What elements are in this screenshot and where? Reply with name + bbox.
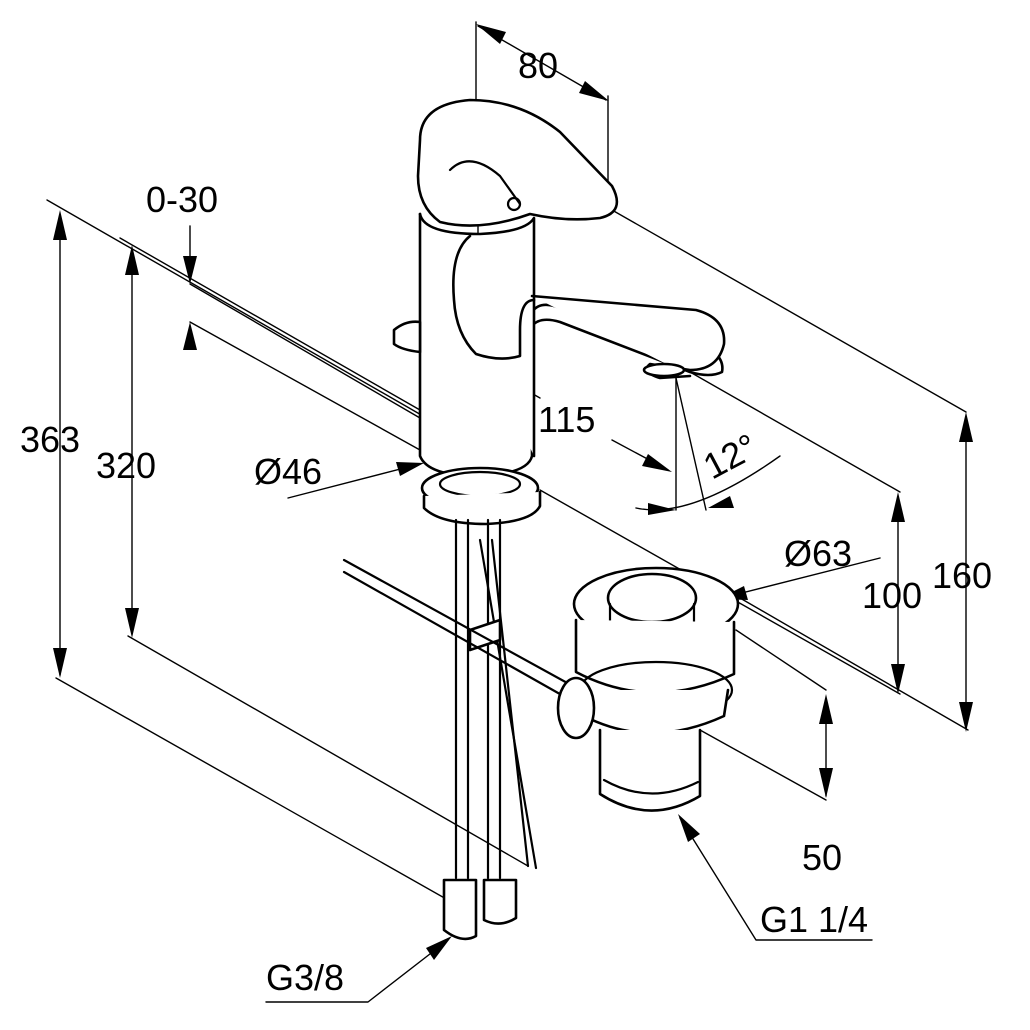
leader-g38 [265,939,449,1003]
arrow-g38 [426,936,452,960]
arrow-80-left [476,24,506,44]
arrow-80-right [579,81,609,101]
label-g1-1-4: G1 1/4 [760,899,868,940]
spout [530,294,726,380]
label-12-deg: 12° [697,425,764,487]
linkage-rod-top [342,558,582,692]
ext-line-320-top [119,237,421,411]
label-50: 50 [802,837,842,878]
waste-tailpiece-ring [602,778,700,795]
arrow-320-top [125,245,139,275]
pop-up-lever [392,320,422,354]
hose-nut-right [482,878,518,925]
label-363: 363 [20,419,80,460]
arrow-100-bottom [891,664,905,694]
arrow-100-top [891,492,905,522]
arrow-angle-left [648,503,676,515]
label-d63: Ø63 [784,533,852,574]
ext-line-50-bottom [699,729,827,801]
waste-flange-body [574,618,736,694]
label-d46: Ø46 [254,451,322,492]
label-115: 115 [538,399,595,440]
label-80: 80 [518,45,558,86]
lever-contour [448,160,522,206]
pop-up-rod-b [490,538,530,868]
angle-line-tilted [675,377,707,511]
spout-inner [452,234,536,360]
lever-handle [416,98,619,227]
label-320: 320 [96,445,156,486]
ext-line-160-bottom [739,597,969,731]
ext-line-363-bottom [55,677,449,901]
arrow-320-bottom [125,608,139,638]
ext-line-100-top [689,371,901,493]
arrow-50-bottom [819,768,833,798]
arrow-0-30-bottom [183,322,197,350]
waste-locknut-body [578,688,730,735]
faucet [342,98,726,941]
leader-d63 [729,557,881,597]
arrow-363-bottom [53,648,67,678]
label-0-30: 0-30 [146,179,218,220]
arrow-160-top [959,412,973,442]
hose-nut-left [442,878,478,941]
arrow-g114 [678,814,700,842]
waste-plug [606,572,698,624]
arrow-angle-right [708,496,734,508]
lever-pivot [506,196,522,212]
ext-line-50-top [735,629,827,691]
waste-tailpiece [598,728,702,812]
ext-line-160-top [611,209,967,413]
label-100: 100 [862,575,922,616]
arrow-115-right [642,454,672,472]
ext-line-363-top [46,199,431,421]
label-160: 160 [932,555,992,596]
label-g3-8: G3/8 [266,957,344,998]
base-plate [422,490,542,526]
aerator [642,362,686,378]
pop-up-waste [556,566,740,812]
linkage-rod-bottom [342,570,576,704]
arrow-160-bottom [959,702,973,732]
dimension-labels: 80 0-30 363 320 Ø46 115 12° Ø63 100 160 … [20,45,992,998]
waste-link-connector [556,676,596,740]
leader-g114 [679,817,873,941]
arrow-d46 [396,462,424,476]
ext-line-320-bottom [127,635,529,867]
leader-d46 [287,465,413,499]
pop-up-rod-a [478,538,538,870]
arrow-50-top [819,694,833,724]
ext-line-0-30-a [189,283,421,419]
ext-line-0-30-b [189,321,421,451]
arrow-0-30-top [183,256,197,284]
arrow-363-top [53,210,67,240]
